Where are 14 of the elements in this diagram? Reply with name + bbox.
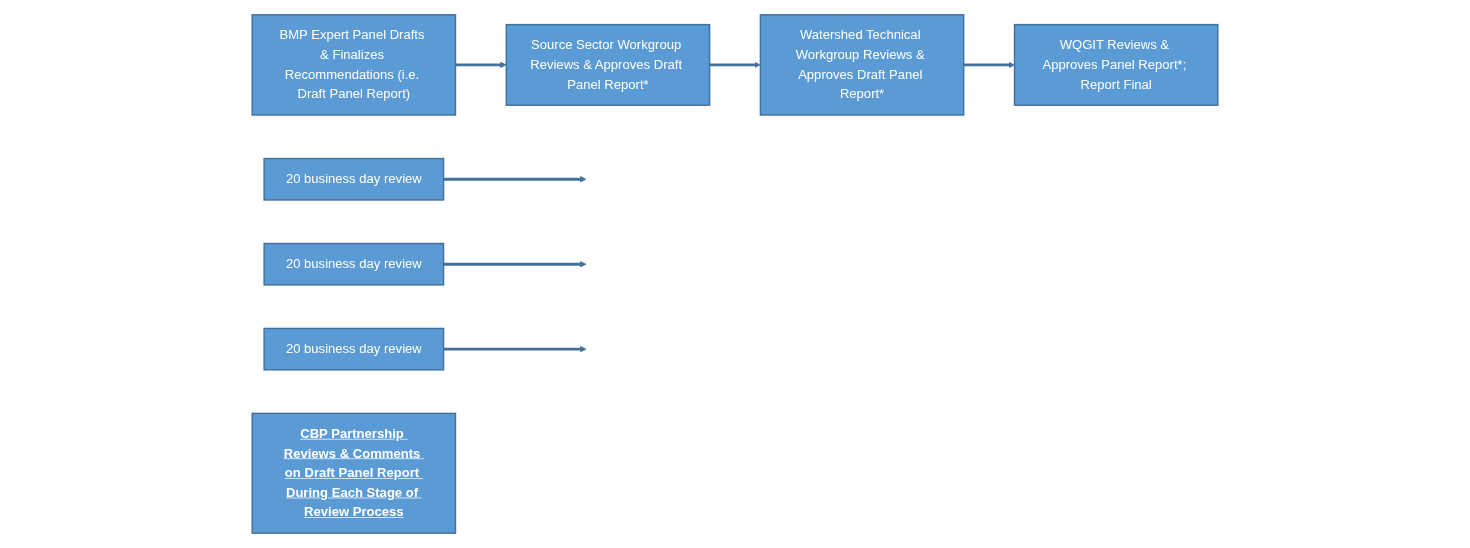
node-box: Watershed Technical Workgroup Reviews & Approves Draft Panel Report* — [759, 14, 965, 116]
node-box: 20 business day review — [263, 242, 445, 286]
node-box: 20 business day review — [263, 327, 445, 371]
arrow — [443, 176, 587, 183]
node-box: BMP Expert Panel Drafts & Finalizes Recommendations (i.e. Draft Panel Report) — [251, 14, 457, 116]
node-box: Source Sector Workgroup Reviews & Approves Draft Panel Report* — [505, 23, 711, 106]
arrow — [709, 61, 761, 69]
node-box: CBP Partnership Reviews & Comments on Draft Panel Report During Each Stage of Review Process — [251, 412, 457, 534]
arrow — [963, 61, 1015, 69]
arrow — [455, 61, 507, 69]
arrow — [443, 345, 587, 353]
node-box: WQGIT Reviews & Approves Panel Report*; Report Final — [1013, 23, 1219, 106]
node-box: 20 business day review — [263, 157, 445, 201]
arrow — [443, 261, 587, 268]
